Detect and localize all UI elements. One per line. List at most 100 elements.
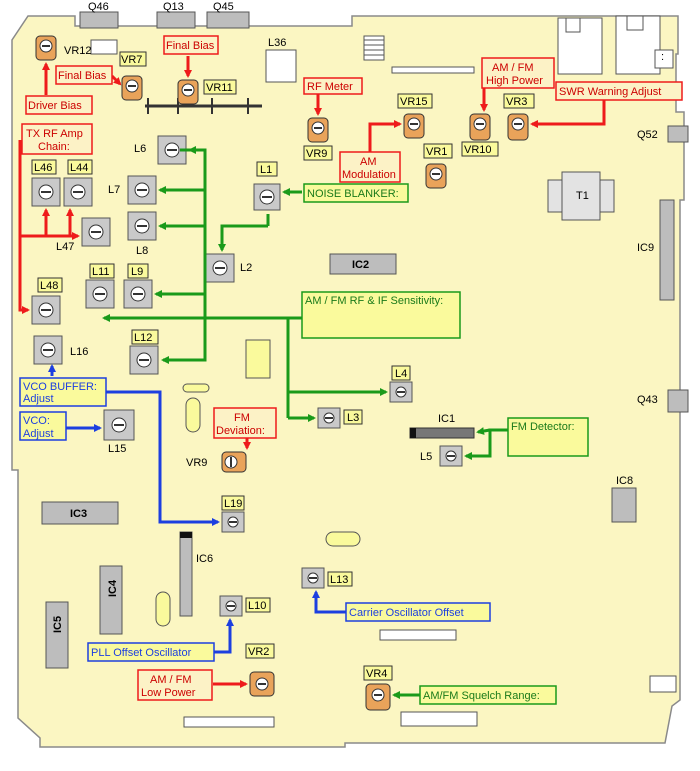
pot-vr4	[365, 683, 391, 711]
label-l19: L19	[224, 498, 242, 510]
pot-vr3	[507, 113, 529, 141]
svg-text:High Power: High Power	[486, 75, 543, 87]
ics: IC2 IC1 IC3 IC6 IC4 IC5	[41, 253, 475, 669]
label-ic9: IC9	[637, 242, 654, 254]
callout-am-fm-rf-if-sensitivity	[301, 291, 461, 339]
label-l16: L16	[70, 346, 88, 358]
label-l47: L47	[56, 241, 74, 253]
svg-text:Adjust: Adjust	[23, 393, 54, 405]
pot-vr11	[177, 79, 199, 105]
coil-l44	[63, 177, 93, 207]
pot-vr2	[249, 671, 275, 697]
svg-text:VCO BUFFER:: VCO BUFFER:	[23, 381, 97, 393]
pot-vr1	[425, 163, 447, 189]
coil-l19	[221, 511, 245, 533]
label-l36: L36	[268, 37, 286, 49]
svg-text:RF Meter: RF Meter	[307, 81, 353, 93]
callout-driver-bias	[25, 95, 93, 115]
pot-vr7	[121, 75, 143, 101]
callout-rf-meter	[303, 77, 363, 95]
label-vr4: VR4	[366, 668, 387, 680]
red-arrows	[18, 56, 606, 688]
callout-final-bias-2	[55, 65, 113, 85]
label-vr2: VR2	[248, 646, 269, 658]
label-ic1: IC1	[438, 413, 455, 425]
label-l13: L13	[330, 574, 348, 586]
callout-fm-deviation	[213, 407, 277, 439]
label-ic5: IC5	[52, 616, 64, 633]
label-l1: L1	[260, 164, 272, 176]
label-l7: L7	[108, 184, 120, 196]
svg-text:AM / FM: AM / FM	[492, 62, 534, 74]
callout-am-fm-high-power	[481, 57, 555, 89]
callout-carrier-oscillator-offset	[345, 602, 491, 622]
coil-l1	[253, 183, 281, 211]
svg-text::: :	[661, 51, 664, 63]
svg-text:AM / FM RF & IF Sensitivity:: AM / FM RF & IF Sensitivity:	[305, 295, 443, 307]
coil-l13	[301, 567, 325, 589]
label-vr9-top: VR9	[306, 148, 327, 160]
label-l2: L2	[240, 262, 252, 274]
label-ic3: IC3	[70, 508, 87, 520]
label-ic6: IC6	[196, 553, 213, 565]
label-vr3: VR3	[506, 96, 527, 108]
green-arrows	[102, 146, 508, 699]
callout-vco-buffer-adjust	[19, 377, 107, 407]
coil-l15	[103, 409, 135, 441]
label-l48: L48	[40, 280, 58, 292]
label-l9: L9	[131, 266, 143, 278]
label-l8: L8	[136, 245, 148, 257]
svg-text:PLL Offset Oscillator: PLL Offset Oscillator	[91, 647, 192, 659]
coil-l10	[219, 595, 243, 617]
coil-l9	[123, 279, 153, 309]
label-vr9-fm: VR9	[186, 457, 207, 469]
label-l4: L4	[395, 368, 407, 380]
svg-text:Final Bias: Final Bias	[58, 70, 107, 82]
label-q43: Q43	[637, 394, 658, 406]
label-vr7: VR7	[121, 54, 142, 66]
callout-swr-warning-adjust	[555, 81, 683, 101]
callout-vco-adjust	[19, 411, 67, 441]
svg-text:Final Bias: Final Bias	[166, 40, 215, 52]
blue-arrows	[48, 364, 346, 654]
svg-text:TX RF Amp: TX RF Amp	[26, 128, 83, 140]
label-vr11: VR11	[206, 82, 233, 94]
coil-l11	[85, 279, 115, 309]
label-t1: T1	[576, 190, 589, 202]
callout-am-fm-low-power	[137, 669, 213, 701]
callout-am-modulation	[339, 151, 401, 183]
coil-l2	[205, 253, 235, 283]
label-q46: Q46	[88, 1, 109, 13]
trimmer-pots: VR12 VR7 VR11 VR9 VR15 VR1 VR10 VR3 VR9 …	[35, 35, 535, 711]
label-q13: Q13	[163, 1, 184, 13]
svg-text:AM / FM: AM / FM	[150, 674, 192, 686]
svg-text:AM: AM	[360, 156, 377, 168]
coil-l47	[81, 217, 111, 247]
pcb-board	[11, 15, 685, 748]
label-ic8: IC8	[616, 475, 633, 487]
coil-l8	[127, 211, 157, 241]
label-l46: L46	[34, 162, 52, 174]
label-vr1: VR1	[426, 146, 447, 158]
coil-l5	[439, 445, 463, 467]
coil-l12	[129, 345, 159, 375]
label-vr10: VR10	[464, 144, 492, 156]
svg-text:NOISE BLANKER:: NOISE BLANKER:	[307, 188, 399, 200]
coil-l46	[31, 177, 61, 207]
coils: L6 L1 L7 L46 L44 L47 L8 L2 L48 L11 L9 L1…	[31, 135, 463, 617]
label-l15: L15	[108, 443, 126, 455]
svg-text:FM: FM	[234, 412, 250, 424]
label-l3: L3	[347, 412, 359, 424]
top-connectors: Q46 Q13 Q45	[79, 1, 250, 29]
svg-text:AM/FM Squelch Range:: AM/FM Squelch Range:	[423, 690, 540, 702]
label-l11: L11	[92, 266, 110, 278]
label-l10: L10	[248, 600, 266, 612]
svg-text:SWR Warning Adjust: SWR Warning Adjust	[559, 86, 661, 98]
label-ic4: IC4	[107, 579, 119, 597]
misc-parts	[90, 39, 478, 728]
red-callouts: Final Bias Final Bias Driver Bias TX RF …	[21, 35, 683, 701]
svg-text:Modulation: Modulation	[342, 169, 396, 181]
svg-text:Low Power: Low Power	[141, 687, 196, 699]
label-q45: Q45	[213, 1, 234, 13]
coil-l16	[33, 335, 63, 365]
